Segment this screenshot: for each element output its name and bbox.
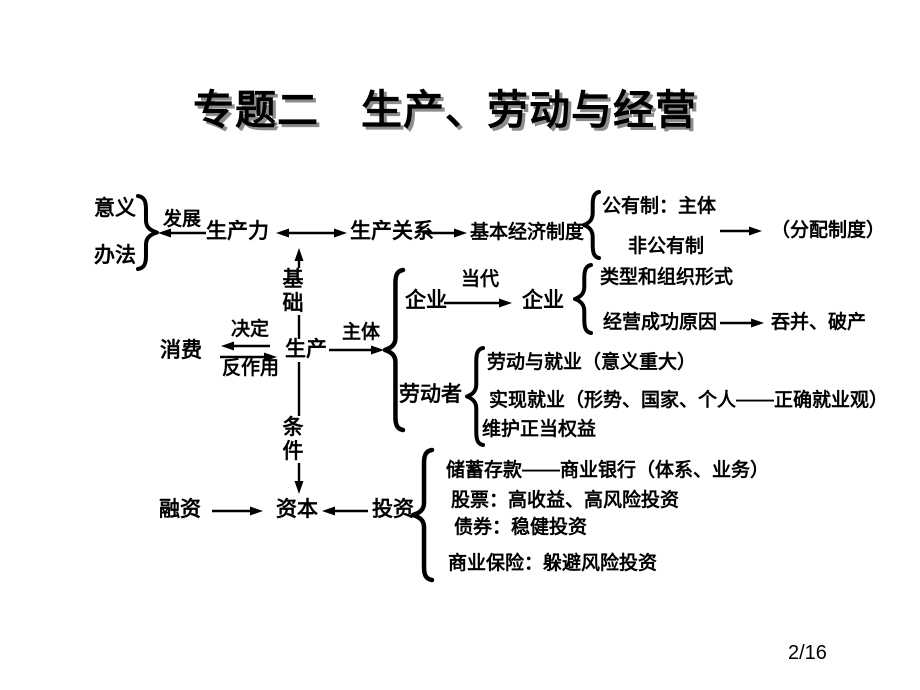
node-type-and-org-form: 类型和组织形式 (600, 267, 734, 288)
node-stocks: 股票：高收益、高风险投资 (451, 490, 680, 511)
node-financing: 融资 (159, 498, 201, 521)
brace (573, 263, 593, 335)
node-production: 生产 (283, 338, 329, 362)
label-contemporary: 当代 (461, 269, 500, 290)
node-bonds: 债券：稳健投资 (454, 517, 588, 538)
arrowhead (294, 248, 304, 261)
node-method: 办法 (94, 244, 136, 267)
label-main-body: 主体 (342, 322, 381, 343)
node-investment: 投资 (372, 498, 414, 521)
node-enterprise-modern: 企业 (522, 289, 564, 312)
arrowhead (221, 341, 234, 351)
label-condition: 条件 (280, 416, 306, 464)
brace (136, 194, 159, 271)
label-development: 发展 (163, 209, 202, 230)
arrowhead (250, 506, 263, 516)
arrowhead (294, 481, 304, 494)
label-determines: 决定 (231, 319, 270, 340)
node-success-reason: 经营成功原因 (603, 312, 718, 333)
label-counteraction: 反作用 (222, 358, 280, 379)
node-meaning: 意义 (94, 197, 136, 220)
node-commercial-insurance: 商业保险：躲避风险投资 (448, 553, 658, 574)
arrowhead (499, 298, 512, 308)
node-non-public-ownership: 非公有制 (628, 236, 705, 257)
brace (465, 346, 485, 447)
node-enterprise: 企业 (405, 289, 447, 312)
node-laborer: 劳动者 (399, 383, 462, 406)
arrowhead (371, 345, 384, 355)
node-productive-forces: 生产力 (206, 220, 269, 243)
brace (410, 447, 435, 583)
node-production-relations: 生产关系 (350, 220, 434, 243)
node-achieve-employment: 实现就业（形势、国家、个人——正确就业观） (489, 390, 889, 411)
arrowhead (322, 506, 335, 516)
node-labor-and-employment: 劳动与就业（意义重大） (487, 352, 697, 373)
node-basic-economic-system: 基本经济制度 (470, 222, 585, 243)
page-title: 专题二 生产、劳动与经营 (193, 87, 697, 133)
brace (582, 190, 601, 260)
node-public-ownership: 公有制：主体 (602, 196, 717, 217)
node-consumption: 消费 (160, 339, 202, 362)
arrowhead (334, 228, 347, 238)
arrowhead (454, 228, 467, 238)
arrowhead (276, 228, 289, 238)
node-merger-bankruptcy: 吞并、破产 (771, 312, 867, 333)
label-foundation: 基础 (280, 268, 306, 316)
node-distribution-system: （分配制度） (771, 220, 886, 241)
node-capital: 资本 (276, 498, 318, 521)
node-protect-rights: 维护正当权益 (482, 419, 597, 440)
page-indicator: 2/16 (788, 642, 827, 664)
arrowhead (751, 318, 764, 328)
node-savings-deposit: 储蓄存款——商业银行（体系、业务） (446, 460, 770, 481)
arrowhead (749, 226, 762, 236)
